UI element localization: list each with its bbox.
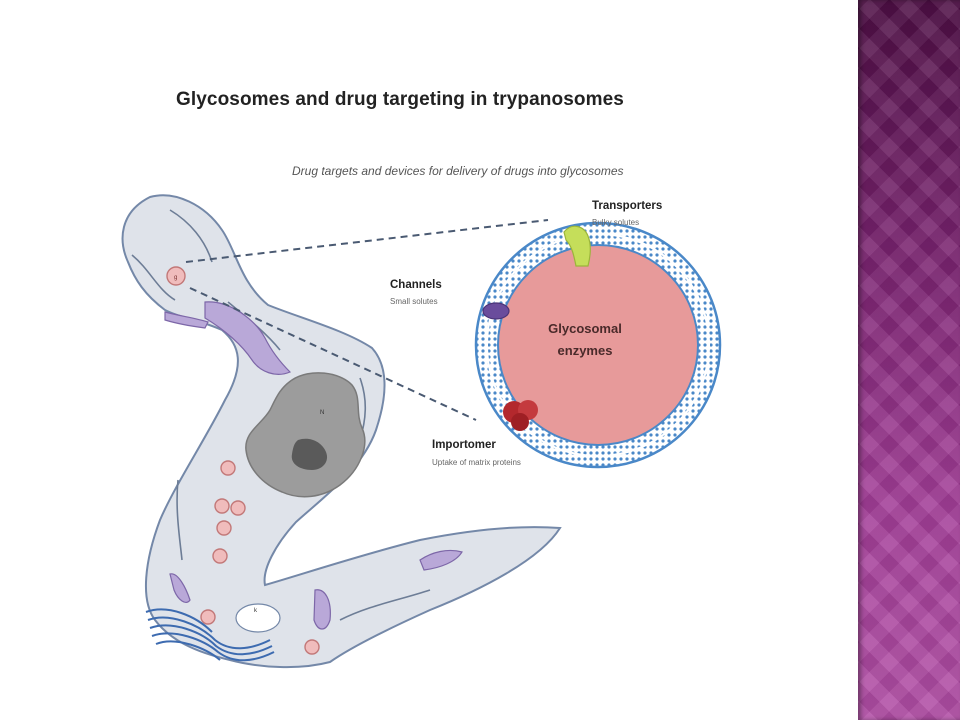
- cytoskeleton-strand: [169, 209, 213, 263]
- slide: N g k: [121, 89, 722, 669]
- cell-glycosome: [220, 460, 236, 476]
- cell-glycosomes: [166, 266, 320, 655]
- cell-glycosome: [214, 498, 230, 514]
- mitochondrion: [313, 589, 331, 630]
- cell-glycosome: [200, 609, 216, 625]
- channels-sublabel: Small solutes: [390, 297, 438, 306]
- glycosomal-enzymes-line2: enzymes: [557, 343, 613, 358]
- transporters-sublabel: Bulky solutes: [592, 218, 640, 227]
- kinetoplast-letter: k: [254, 608, 258, 614]
- transporter-protein: [563, 225, 591, 267]
- cell-glycosome: [166, 266, 186, 286]
- cell-glycosome: [212, 548, 228, 564]
- mitochondrion: [169, 573, 191, 603]
- glycosomal-enzymes-label: Glycosomal enzymes: [520, 318, 650, 362]
- zoom-line-bottom: [189, 287, 477, 421]
- page-subtitle: Drug targets and devices for delivery of…: [292, 164, 624, 178]
- decorative-side-band: [858, 0, 960, 720]
- cytoskeleton-strand: [176, 479, 183, 561]
- channels-label: Channels: [390, 279, 442, 291]
- importomer-label: Importomer: [432, 439, 496, 451]
- transporters-label: Transporters: [592, 200, 663, 212]
- glycosome-matrix: [497, 244, 699, 446]
- flagellar-pocket: [235, 603, 281, 633]
- importomer-protein: [503, 400, 538, 431]
- cytoskeleton-strand: [131, 254, 176, 301]
- channel-protein: [482, 302, 510, 320]
- page-title: Glycosomes and drug targeting in trypano…: [176, 89, 624, 110]
- zoom-line-top: [185, 219, 549, 263]
- cell-glycosome: [216, 520, 232, 536]
- glycosome-membrane-ring: [474, 221, 722, 469]
- trypanosome-diagram: N g k: [121, 194, 722, 669]
- mitochondrion: [164, 311, 209, 329]
- cytoskeleton-strand: [339, 589, 431, 621]
- nucleus-letter: N: [320, 410, 324, 416]
- glycosomal-enzymes-line1: Glycosomal: [548, 321, 622, 336]
- nucleus: [245, 372, 366, 498]
- flagellum: [145, 608, 275, 662]
- glycosome-letter: g: [174, 275, 177, 281]
- mitochondrion: [204, 301, 292, 375]
- cell-glycosome: [304, 639, 320, 655]
- mitochondrion: [419, 549, 463, 571]
- importomer-sublabel: Uptake of matrix proteins: [432, 458, 521, 467]
- nucleolus: [291, 438, 328, 470]
- cell-glycosome: [230, 500, 246, 516]
